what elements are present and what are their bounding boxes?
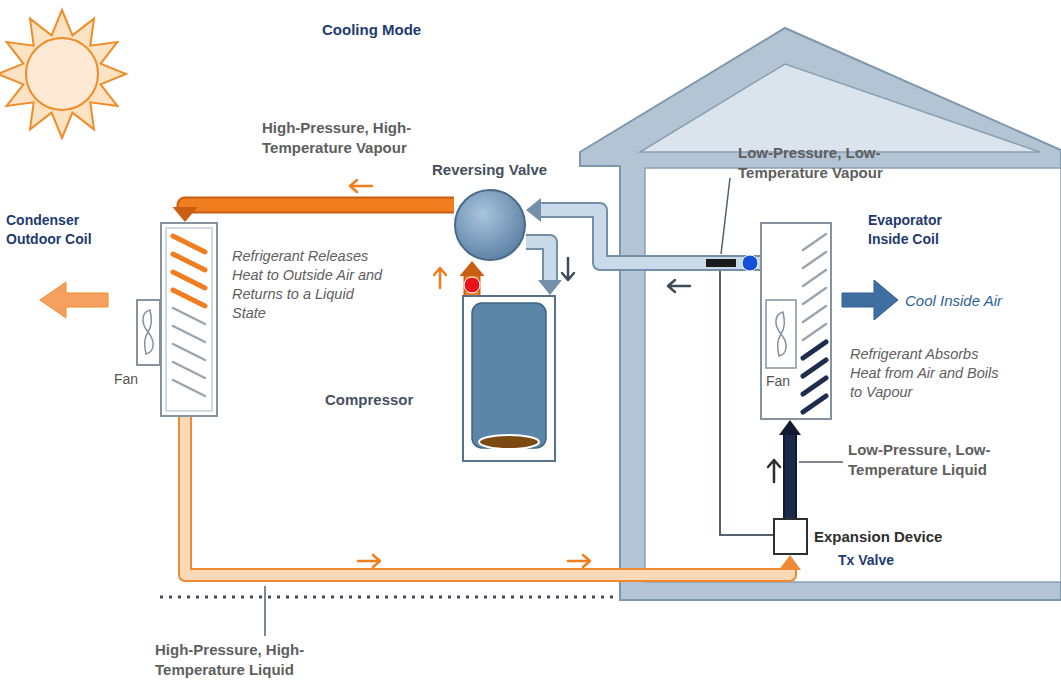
condenser-coil-shape <box>160 222 218 417</box>
fan-label: Fan <box>114 370 138 388</box>
diagram-title: Cooling Mode <box>322 20 421 40</box>
compressor: Compressor <box>462 295 556 462</box>
refrigerant-pipe <box>779 420 801 518</box>
valve-type-label: Tx Valve <box>838 551 894 569</box>
expansion-device: Expansion DeviceTx Valve <box>773 518 808 555</box>
reversing-valve: Reversing Valve <box>454 189 526 261</box>
reversing-valve-shape <box>454 189 526 261</box>
refrigerant-pipe <box>185 417 801 575</box>
pipe-state-label: High-Pressure, High-Temperature Liquid <box>155 640 375 679</box>
refrigerant-pipe <box>460 261 485 295</box>
heat-out-arrow <box>40 282 108 318</box>
discharge-dot <box>464 277 480 293</box>
evaporator-coil: Evaporator Inside Coil <box>760 222 832 420</box>
evaporator-coil-shape <box>760 222 832 420</box>
process-note: Refrigerant Releases Heat to Outside Air… <box>232 247 387 322</box>
pipe-state-label: Low-Pressure, Low-Temperature Liquid <box>848 440 1053 479</box>
refrigerant-pipe <box>526 242 562 295</box>
ground-line <box>160 596 616 599</box>
condenser-coil: Condenser Outdoor Coil <box>160 222 218 417</box>
sun-icon <box>0 10 126 138</box>
sensing-bulb <box>706 259 736 267</box>
process-note: Refrigerant Absorbs Heat from Air and Bo… <box>850 345 1010 402</box>
fan-label: Fan <box>766 372 790 390</box>
flow-arrow <box>350 180 780 567</box>
pipe-state-label: High-Pressure, High-Temperature Vapour <box>262 118 492 157</box>
leader-line <box>265 178 843 636</box>
compressor-label: Compressor <box>325 390 413 410</box>
expansion-device-shape <box>773 518 808 555</box>
house-outline <box>580 28 1061 600</box>
valve-label: Reversing Valve <box>432 160 547 180</box>
device-label: Expansion Device <box>814 527 942 547</box>
fan-icon <box>137 300 160 365</box>
refrigerant-pipe <box>173 205 455 222</box>
compressor-shape <box>462 295 556 462</box>
coil-heading: Condenser Outdoor Coil <box>6 211 118 249</box>
suction-dot <box>742 255 758 271</box>
air-flow-label: Cool Inside Air <box>905 291 1002 311</box>
refrigerant-pipe <box>526 198 760 263</box>
pipe-state-label: Low-Pressure, Low-Temperature Vapour <box>738 143 968 182</box>
cool-air-arrow <box>842 280 898 320</box>
coil-heading: Evaporator Inside Coil <box>868 211 980 249</box>
